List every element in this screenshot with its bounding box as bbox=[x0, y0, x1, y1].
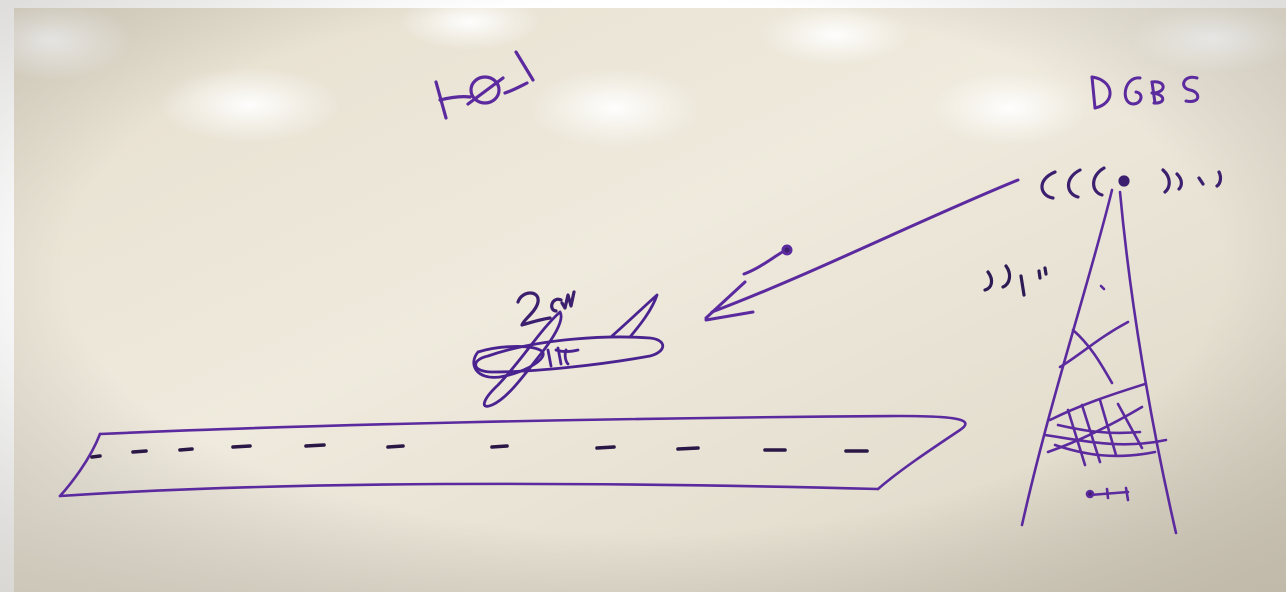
whiteboard-drawing bbox=[0, 0, 1286, 592]
whiteboard-photo bbox=[0, 0, 1286, 592]
